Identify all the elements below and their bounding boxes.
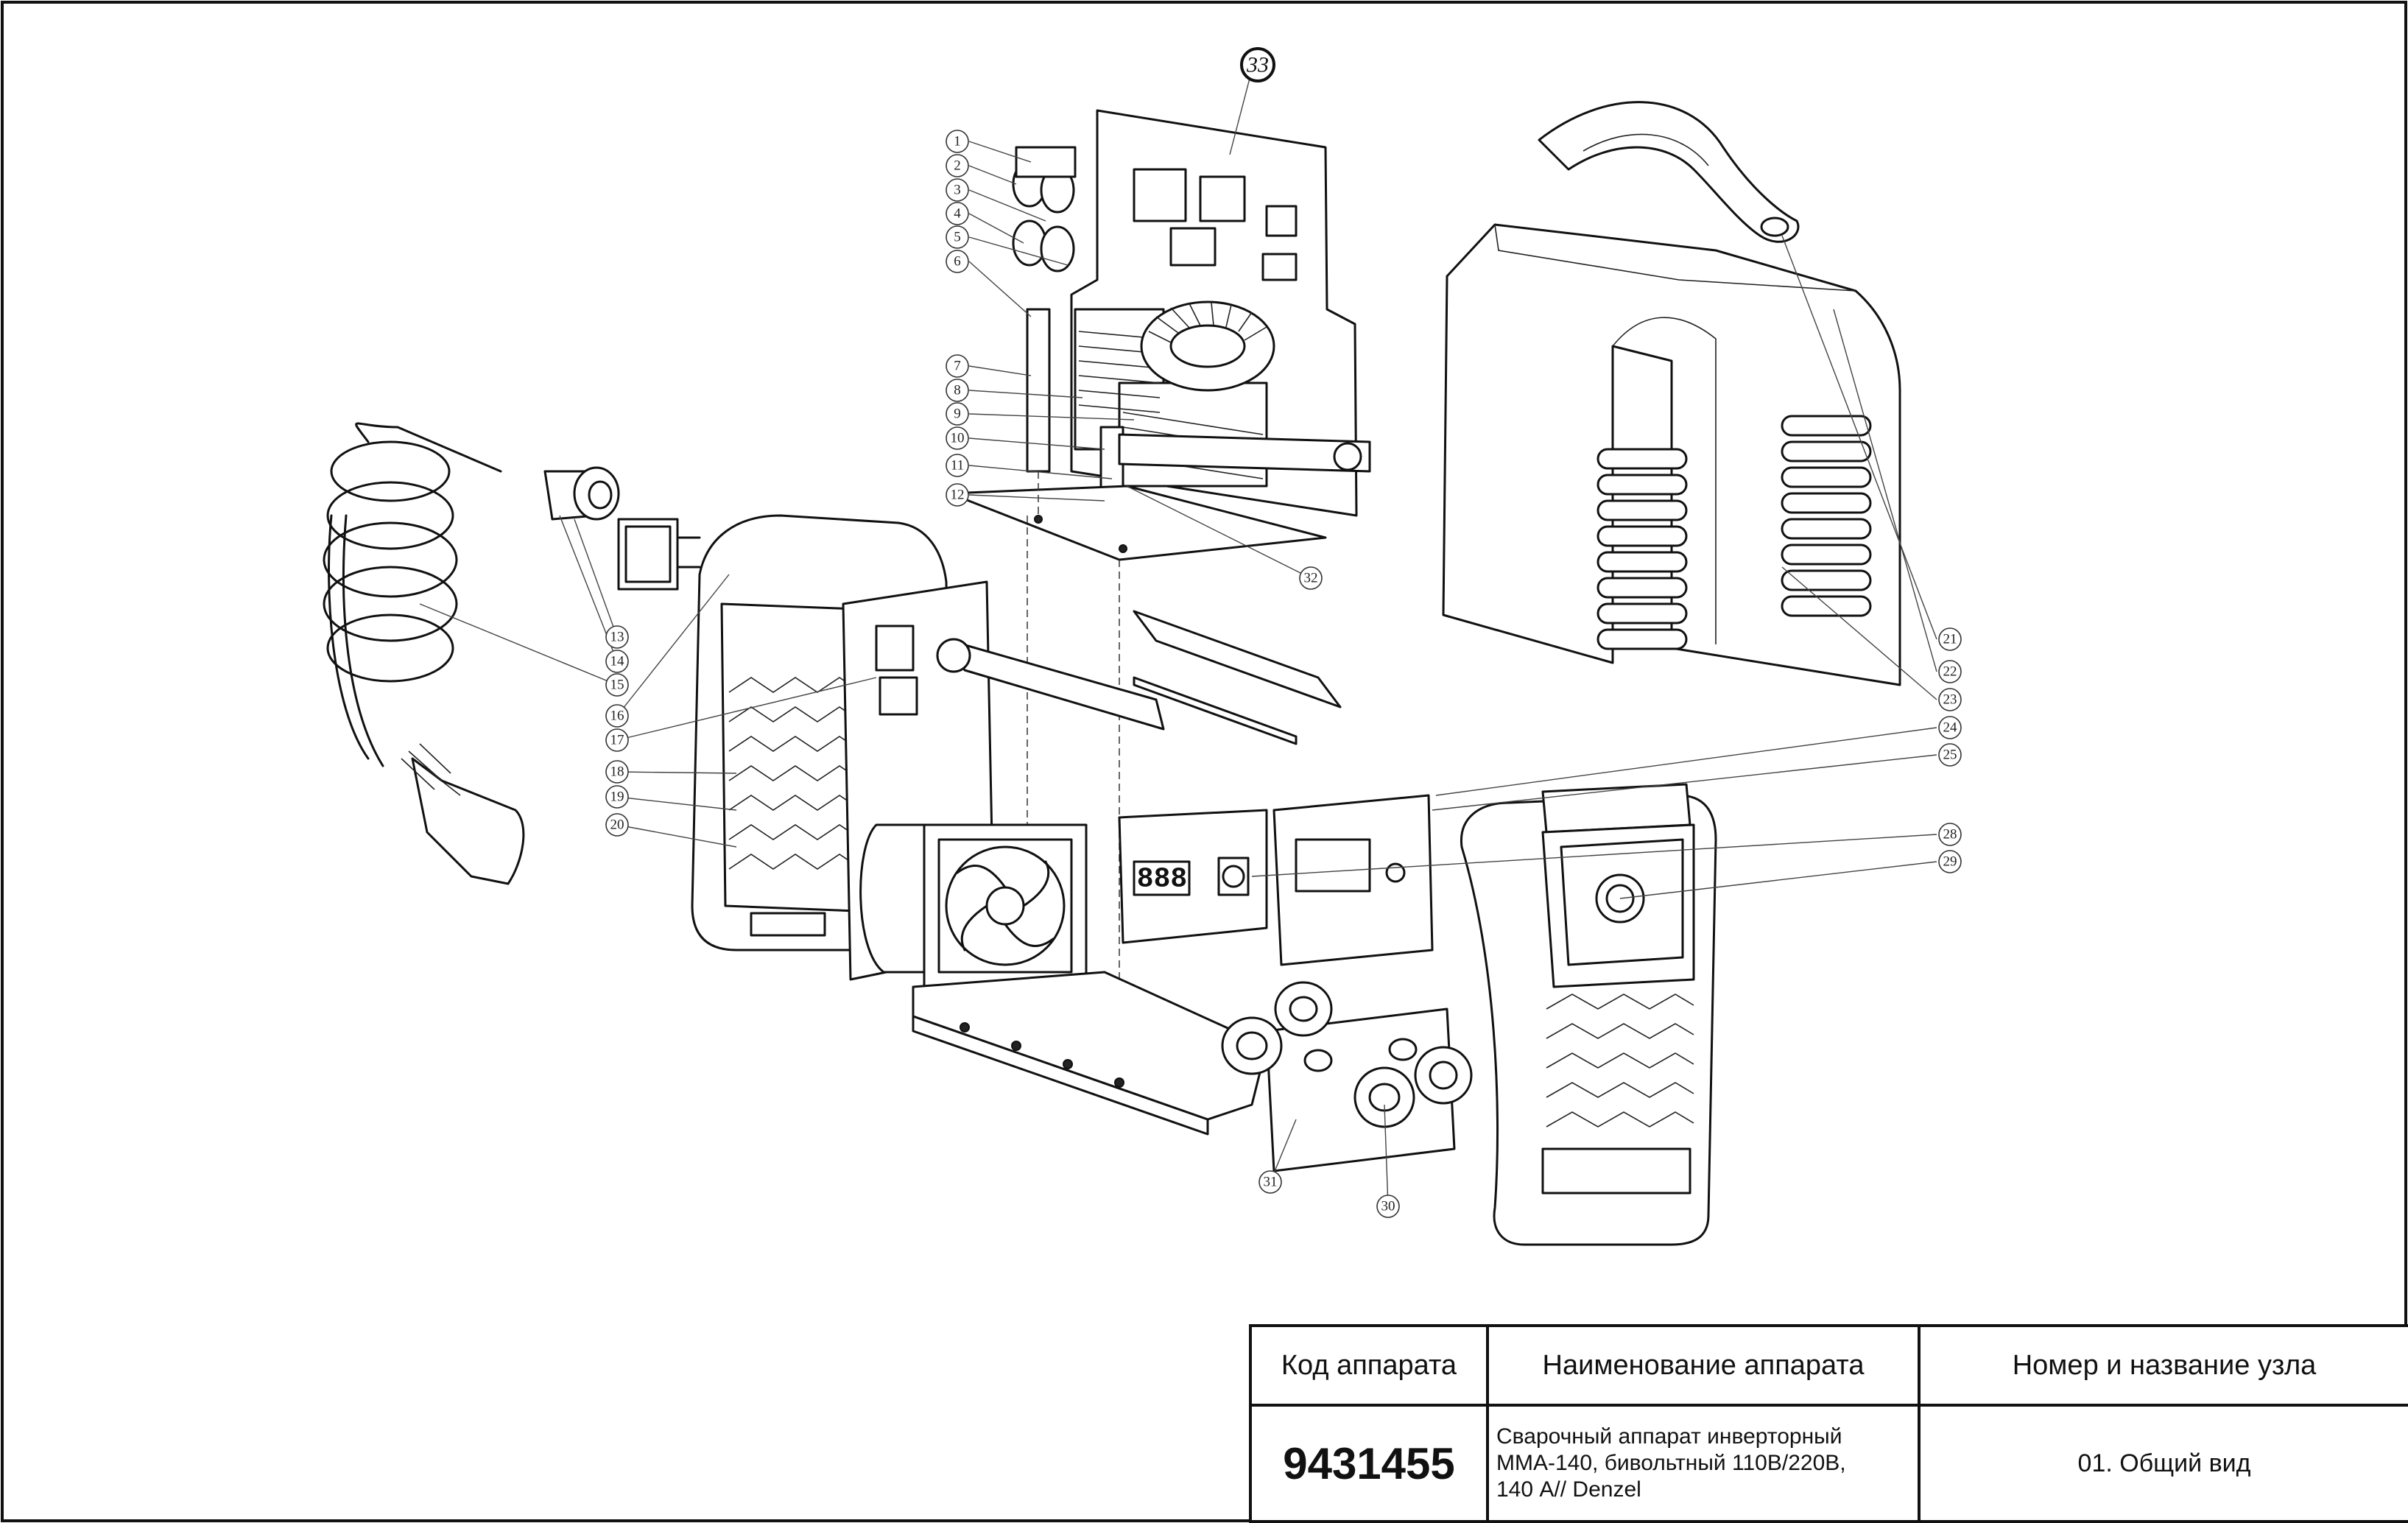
callout-19: 19	[605, 785, 629, 809]
svg-text:5: 5	[954, 230, 961, 245]
svg-text:25: 25	[1943, 748, 1957, 763]
svg-text:15: 15	[610, 678, 624, 693]
callout-20: 20	[605, 813, 629, 837]
top-cover	[1442, 223, 1901, 686]
callout-1: 1	[946, 130, 969, 153]
callout-4: 4	[946, 202, 969, 225]
callout-30: 30	[1376, 1195, 1400, 1218]
svg-text:6: 6	[954, 254, 961, 270]
cable-gland	[543, 466, 620, 521]
svg-text:22: 22	[1943, 664, 1957, 680]
svg-text:13: 13	[610, 630, 624, 645]
svg-text:23: 23	[1943, 692, 1957, 708]
svg-text:8: 8	[954, 383, 961, 398]
header-name: Наименование аппарата	[1486, 1324, 1921, 1407]
callout-13: 13	[605, 625, 629, 649]
callout-12: 12	[946, 483, 969, 507]
callout-25: 25	[1938, 743, 1962, 767]
callout-2: 2	[946, 154, 969, 177]
svg-text:21: 21	[1943, 632, 1957, 647]
svg-text:17: 17	[610, 733, 624, 748]
svg-text:30: 30	[1381, 1199, 1395, 1214]
callout-29: 29	[1938, 850, 1962, 873]
svg-text:14: 14	[610, 654, 625, 669]
svg-text:7: 7	[954, 359, 961, 374]
front-plate	[1272, 794, 1434, 966]
header-code: Код аппарата	[1249, 1324, 1489, 1407]
callout-21: 21	[1938, 627, 1962, 651]
svg-text:20: 20	[610, 817, 624, 833]
svg-text:12: 12	[951, 488, 965, 503]
svg-text:32: 32	[1304, 571, 1318, 586]
rail	[1133, 610, 1342, 745]
callouts: 1 2 3 4 5 6 7 8 9 10 11 12 13 14 15 16 1…	[605, 47, 1962, 1218]
device-name-line-3: 140 А// Denzel	[1496, 1477, 1641, 1502]
front-panel	[1460, 783, 1717, 1246]
power-switch	[617, 518, 701, 591]
svg-text:31: 31	[1264, 1175, 1278, 1190]
device-code: 9431455	[1249, 1404, 1489, 1523]
callout-22: 22	[1938, 660, 1962, 683]
callout-33: 33	[1240, 47, 1275, 82]
handle	[1538, 101, 1800, 243]
terminal-sockets	[1221, 981, 1473, 1128]
device-name-line-2: ММА-140, бивольтный 110В/220В,	[1496, 1451, 1846, 1475]
svg-text:19: 19	[610, 789, 624, 805]
callout-5: 5	[946, 225, 969, 249]
callout-23: 23	[1938, 688, 1962, 711]
svg-text:24: 24	[1943, 720, 1958, 736]
callout-18: 18	[605, 760, 629, 784]
svg-text:29: 29	[1943, 854, 1957, 870]
callout-11: 11	[946, 454, 969, 477]
callout-7: 7	[946, 354, 969, 378]
callout-31: 31	[1258, 1170, 1282, 1194]
callout-16: 16	[605, 704, 629, 728]
svg-text:11: 11	[951, 458, 964, 474]
callout-6: 6	[946, 250, 969, 273]
svg-text:28: 28	[1943, 827, 1957, 843]
svg-text:9: 9	[954, 407, 961, 422]
device-name-line-1: Сварочный аппарат инверторный	[1496, 1424, 1842, 1449]
svg-text:33: 33	[1246, 53, 1269, 77]
svg-text:16: 16	[610, 708, 624, 724]
callout-9: 9	[946, 402, 969, 426]
fan	[859, 823, 1088, 988]
callout-8: 8	[946, 379, 969, 402]
power-cable	[323, 422, 525, 885]
callout-10: 10	[946, 426, 969, 450]
callout-17: 17	[605, 728, 629, 752]
pcb-assembly	[948, 109, 1371, 561]
title-block: Код аппарата Наименование аппарата Номер…	[1249, 1324, 2408, 1523]
callout-28: 28	[1938, 823, 1962, 846]
device-name: Сварочный аппарат инверторный ММА-140, б…	[1486, 1404, 1921, 1523]
svg-text:4: 4	[954, 206, 961, 222]
base-chassis	[912, 971, 1268, 1136]
callout-24: 24	[1938, 716, 1962, 739]
svg-text:18: 18	[610, 764, 624, 780]
callout-32: 32	[1299, 566, 1323, 590]
callout-3: 3	[946, 178, 969, 202]
header-unit: Номер и название узла	[1918, 1324, 2408, 1407]
display-pcb: 888	[1118, 809, 1268, 944]
svg-text:1: 1	[954, 134, 961, 150]
callout-15: 15	[605, 673, 629, 697]
svg-text:3: 3	[954, 183, 961, 198]
unit-name: 01. Общий вид	[1918, 1404, 2408, 1523]
svg-text:10: 10	[951, 431, 965, 446]
led-display: 888	[1137, 864, 1187, 896]
svg-text:2: 2	[954, 158, 961, 174]
callout-14: 14	[605, 650, 629, 673]
